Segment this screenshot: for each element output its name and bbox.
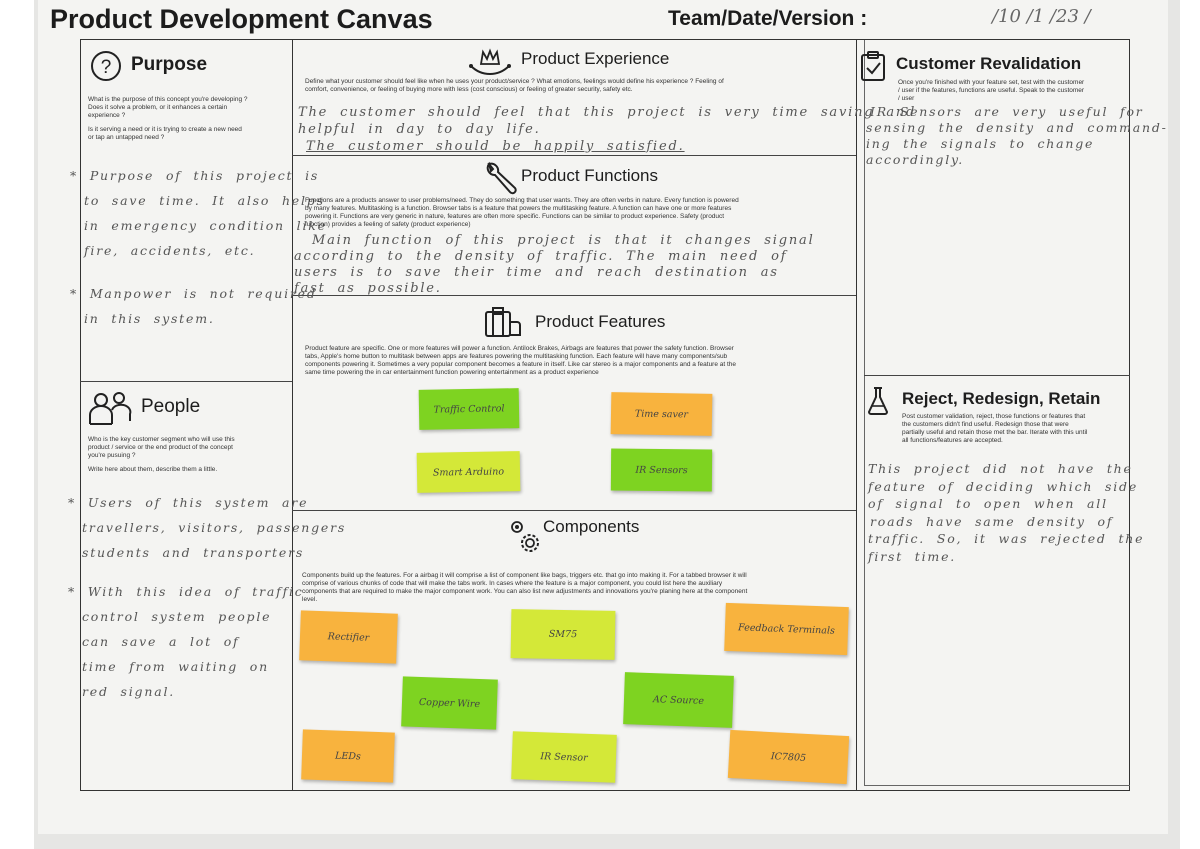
functions-title: Product Functions: [521, 166, 659, 185]
gears-icon: [508, 517, 544, 562]
purpose-description: What is the purpose of this concept you'…: [88, 96, 248, 141]
divider-experience-functions: [292, 155, 856, 156]
divider-functions-features: [292, 295, 856, 296]
page-title: Product Development Canvas: [50, 4, 433, 34]
reject-handwritten: This project did not have the feature of…: [868, 461, 1145, 564]
purpose-title: Purpose: [131, 54, 208, 75]
functions-description: Functions are a products answer to user …: [305, 197, 739, 228]
sticky-note: SM75: [510, 609, 616, 660]
components-description: Components build up the features. For a …: [302, 572, 748, 603]
crown-hand-icon: [467, 48, 513, 81]
experience-handwritten: The customer should feel that this proje…: [298, 105, 917, 154]
functions-handwritten: Main function of this project is that it…: [294, 233, 815, 296]
wrench-icon: [483, 160, 519, 201]
reject-description: Post customer validation, reject, those …: [902, 413, 1088, 444]
date-value: /10 /1 /23 /: [992, 6, 1091, 27]
sticky-note: Copper Wire: [401, 676, 498, 730]
sticky-note: Time saver: [610, 392, 713, 436]
people-title: People: [141, 396, 201, 417]
clipboard-check-icon: [859, 50, 887, 87]
sticky-note: IR Sensors: [610, 448, 713, 492]
people-icon: [88, 390, 132, 431]
canvas-paper: [38, 0, 1168, 834]
flask-icon: [866, 386, 890, 421]
revalidation-handwritten: IR Sensors are very useful for sensing t…: [866, 104, 1168, 167]
people-handwritten: * Users of this system are travellers, v…: [68, 495, 347, 699]
sticky-note: Rectifier: [299, 610, 398, 664]
sticky-note: Feedback Terminals: [724, 602, 849, 656]
divider-left: [292, 40, 293, 790]
purpose-handwritten: * Purpose of this project is to save tim…: [70, 168, 327, 326]
divider-revalidation-reject: [864, 375, 1130, 376]
sticky-note: IR Sensor: [511, 731, 617, 783]
sticky-note: LEDs: [301, 729, 395, 783]
features-title: Product Features: [535, 312, 666, 331]
revalidation-description: Once you're finished with your feature s…: [898, 79, 1085, 102]
reject-title: Reject, Redesign, Retain: [902, 389, 1101, 408]
question-circle-icon: ?: [90, 50, 122, 87]
canvas-frame: [80, 39, 1130, 791]
features-description: Product feature are specific. One or mor…: [305, 345, 737, 376]
experience-description: Define what your customer should feel li…: [305, 78, 724, 93]
features-box-icon: [483, 306, 523, 345]
sticky-note: IC7805: [727, 729, 850, 785]
sticky-note: AC Source: [623, 672, 734, 728]
sticky-note: Traffic Control: [418, 388, 520, 430]
divider-features-components: [292, 510, 856, 511]
divider-right: [856, 40, 857, 790]
experience-title: Product Experience: [521, 49, 670, 68]
divider-right-bottom: [864, 785, 1130, 786]
people-description: Who is the key customer segment who will…: [88, 436, 235, 473]
sticky-note: Smart Arduino: [416, 451, 521, 493]
revalidation-title: Customer Revalidation: [896, 54, 1082, 73]
team-date-version-label: Team/Date/Version :: [668, 7, 868, 30]
svg-text:?: ?: [101, 57, 112, 78]
divider-purpose-people: [80, 381, 292, 382]
components-title: Components: [543, 517, 640, 536]
divider-right-inner: [864, 40, 865, 785]
